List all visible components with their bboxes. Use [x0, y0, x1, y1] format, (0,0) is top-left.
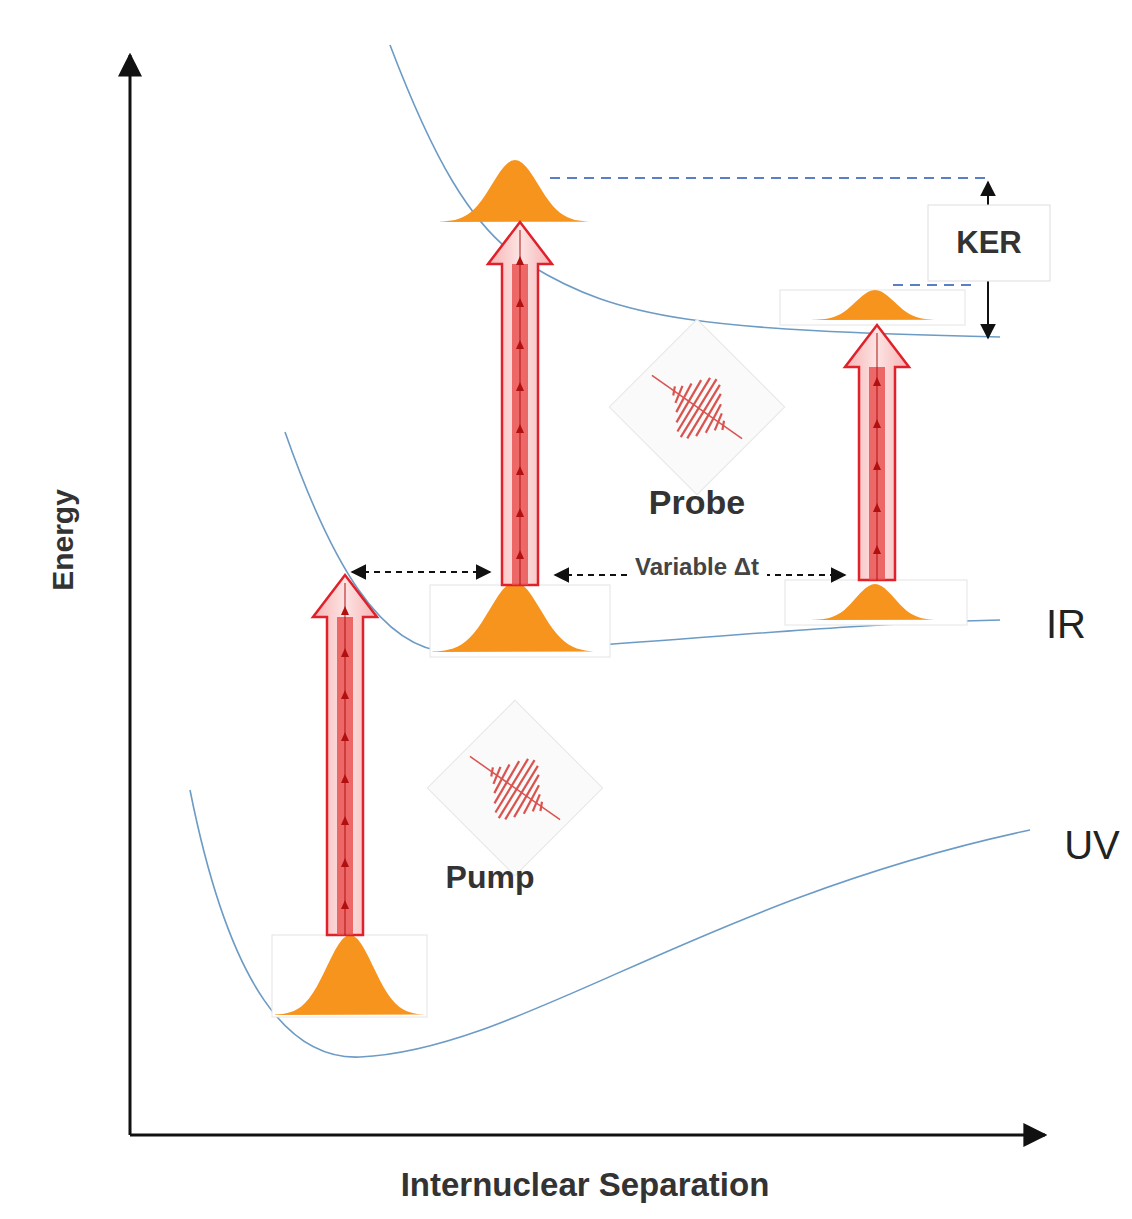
diagram-label: Probe	[649, 484, 745, 521]
photon-mark	[873, 503, 881, 512]
laser-pulse-icon	[427, 700, 602, 875]
energy-guide	[893, 284, 975, 286]
photon-mark	[341, 648, 349, 657]
laser-arrow	[845, 325, 909, 580]
ker-box	[928, 205, 1050, 281]
delay-arrow	[352, 571, 490, 573]
photon-mark	[873, 461, 881, 470]
wave-packet	[433, 582, 598, 652]
photon-mark	[873, 419, 881, 428]
photon-mark	[873, 545, 881, 554]
icon-ground	[427, 700, 602, 875]
photon-mark	[341, 858, 349, 867]
diagram-label: Internuclear Separation	[401, 1167, 770, 1203]
photon-mark	[341, 690, 349, 699]
laser-arrow	[313, 575, 377, 935]
ground-state-curve	[190, 790, 1030, 1057]
ionic-state-curve	[390, 45, 1000, 337]
photon-mark	[516, 298, 524, 307]
photon-mark	[341, 816, 349, 825]
photon-mark	[516, 550, 524, 559]
energy-axis	[129, 55, 132, 1135]
diagram-label: IR	[1046, 602, 1086, 646]
packet-frame	[272, 935, 427, 1017]
arrow-axis	[877, 333, 878, 580]
wave-packet	[440, 160, 590, 222]
laser-pulse-icon	[609, 319, 784, 494]
wave-packet	[275, 935, 425, 1015]
photon-mark	[516, 466, 524, 475]
photon-mark	[516, 424, 524, 433]
photon-mark	[516, 256, 524, 265]
diagram-label: KER	[956, 226, 1021, 260]
wave-packet	[813, 290, 938, 320]
diagram-label: Energy	[46, 489, 79, 591]
photon-mark	[341, 606, 349, 615]
photon-mark	[873, 377, 881, 386]
diagram-label: Variable Δt	[627, 551, 767, 583]
photon-mark	[341, 900, 349, 909]
photon-mark	[341, 774, 349, 783]
photon-mark	[516, 340, 524, 349]
photon-mark	[516, 382, 524, 391]
arrow-axis	[520, 230, 521, 585]
photon-mark	[341, 732, 349, 741]
separation-axis	[130, 1134, 1045, 1137]
diagram-label: Pump	[446, 860, 535, 895]
packet-frame	[780, 290, 965, 325]
pulse-axis	[652, 375, 742, 438]
wave-packet	[813, 584, 938, 620]
laser-arrow	[488, 222, 552, 585]
diagram-label: UV	[1064, 823, 1120, 867]
photon-mark	[516, 508, 524, 517]
packet-frame	[785, 580, 967, 625]
icon-ground	[609, 319, 784, 494]
arrow-axis	[345, 583, 346, 935]
energy-guide	[550, 177, 985, 179]
pulse-axis	[470, 756, 560, 819]
